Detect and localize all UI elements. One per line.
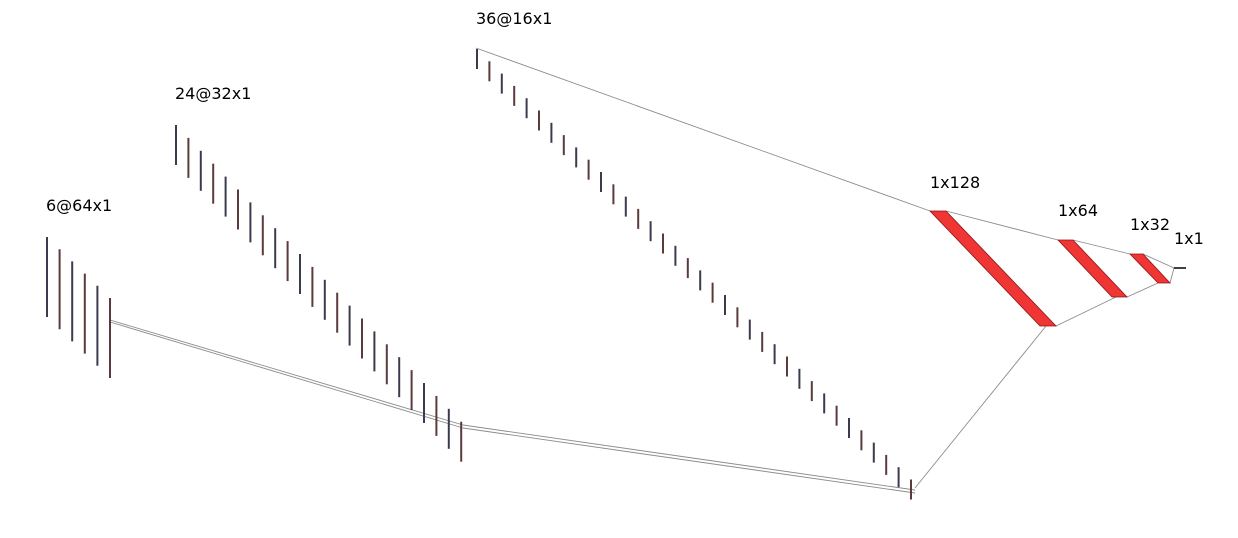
feature-map-stack-conv1 <box>46 237 111 378</box>
label-out: 1x1 <box>1174 229 1204 248</box>
connector-conv3-fc1-top <box>475 47 931 212</box>
label-fc3: 1x32 <box>1130 215 1170 234</box>
label-conv2: 24@32x1 <box>175 84 251 103</box>
layer-connectors <box>109 47 1175 494</box>
connector-conv3-fc1-bottom <box>914 325 1047 489</box>
dense-layer-fc1 <box>929 210 1057 327</box>
label-conv3: 36@16x1 <box>476 9 552 28</box>
dense-layer-fc2 <box>1057 239 1128 298</box>
connector-fc3-out-top <box>1142 253 1175 269</box>
connector-fc3-out-bottom <box>1169 267 1175 284</box>
label-conv1: 6@64x1 <box>46 196 112 215</box>
feature-map-stack-conv3 <box>476 49 912 500</box>
dense-layer-fc3 <box>1129 253 1171 284</box>
connector-conv2-conv3-a <box>462 424 916 491</box>
label-fc2: 1x64 <box>1058 201 1098 220</box>
connector-fc1-fc2-top <box>945 210 1059 241</box>
connector-conv2-conv3-b <box>462 427 916 494</box>
connector-fc2-fc3-top <box>1072 239 1131 255</box>
feature-map-stack-conv2 <box>175 125 463 462</box>
dense-layers <box>929 210 1186 327</box>
connector-conv1-conv2-a <box>109 319 464 426</box>
layer-labels: 6@64x1 24@32x1 36@16x1 1x128 1x64 1x32 1… <box>46 9 1204 248</box>
label-fc1: 1x128 <box>930 173 980 192</box>
connector-conv1-conv2-b <box>109 321 464 429</box>
connector-fc1-fc2-bottom <box>1055 296 1117 327</box>
connector-fc2-fc3-bottom <box>1126 282 1159 298</box>
